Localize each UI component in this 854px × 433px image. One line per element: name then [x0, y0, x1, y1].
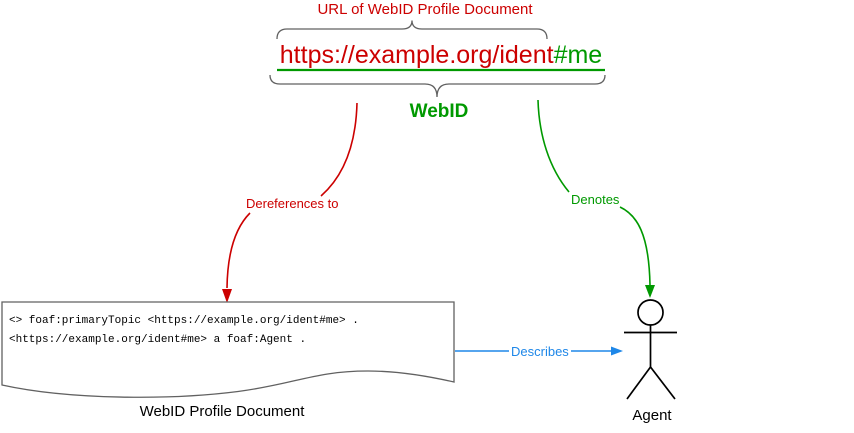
- wavy-document-icon: [1, 301, 455, 398]
- webid-label: WebID: [409, 101, 469, 122]
- dereferences-arrow: [222, 102, 358, 303]
- url-document-part: https://example.org/ident: [279, 41, 554, 69]
- agent-label: Agent: [632, 407, 672, 424]
- code-line-1: <> foaf:primaryTopic <https://example.or…: [9, 315, 359, 327]
- describes-arrowhead-icon: [611, 346, 623, 356]
- dereferences-arrowhead-icon: [222, 289, 232, 303]
- denotes-arrowhead-icon: [645, 285, 655, 298]
- denotes-arrow: [537, 99, 655, 298]
- code-line-2: <https://example.org/ident#me> a foaf:Ag…: [9, 334, 307, 346]
- profile-document-label: WebID Profile Document: [139, 403, 305, 420]
- over-brace-icon: [276, 20, 548, 40]
- profile-document-code: <> foaf:primaryTopic <https://example.or…: [9, 312, 359, 350]
- dereferences-label: Dereferences to: [246, 196, 339, 211]
- under-brace-icon: [269, 74, 606, 98]
- url-caption: URL of WebID Profile Document: [317, 1, 533, 18]
- webid-url: https://example.org/ident#me: [277, 41, 605, 70]
- denotes-label: Denotes: [571, 192, 620, 207]
- describes-label: Describes: [509, 344, 571, 359]
- url-fragment-part: #me: [553, 41, 603, 69]
- stick-figure-icon: [624, 299, 677, 400]
